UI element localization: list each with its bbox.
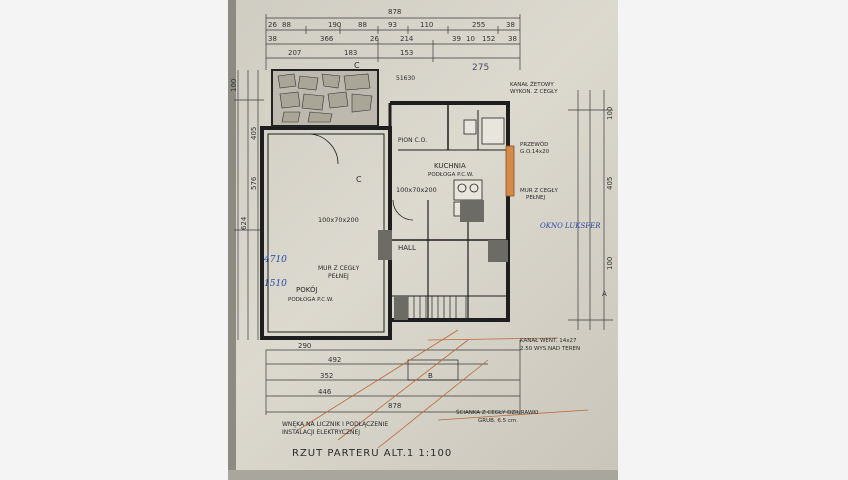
right-dim: 405 <box>606 177 614 190</box>
dim-label: 39 <box>452 35 461 43</box>
porch-stonework <box>271 69 379 127</box>
note-kanal-went-2: 2.50 WYS.NAD TEREN <box>520 346 580 352</box>
left-dim: 576 <box>250 176 258 190</box>
dim-label: 190 <box>328 21 341 29</box>
left-dim: 624 <box>240 216 248 230</box>
dim-label: 207 <box>288 49 301 57</box>
left-dim: 100 <box>230 79 238 92</box>
dim-label: 255 <box>472 21 485 29</box>
dim-label: 88 <box>282 21 291 29</box>
orange-annotation-lines <box>297 329 589 449</box>
note-kanal-zetowy-2: WYKON. Z CEGŁY <box>510 89 558 95</box>
note-mur-left-2: PEŁNEJ <box>328 273 349 280</box>
dim-label: 38 <box>268 35 277 43</box>
top-dims-row1: 26 88 190 88 93 110 255 38 <box>268 21 515 29</box>
dim-label: 153 <box>400 49 413 57</box>
hatched-wall-blocks <box>378 200 508 320</box>
note-przewod: PRZEWÓD <box>520 141 548 148</box>
top-total-dim: 878 <box>388 8 401 16</box>
top-dims-row2: 38 366 26 214 39 10 152 38 <box>268 35 517 43</box>
room-pokoj-label: POKÓJ <box>296 285 318 294</box>
bottom-dim: 878 <box>388 402 401 410</box>
window-size-label: 51630 <box>396 75 415 82</box>
floor-plan-photo: 878 26 88 190 88 93 110 255 38 38 366 26… <box>228 0 618 480</box>
note-kanal-went: KANAŁ WENT. 14x27 <box>520 338 577 344</box>
right-dimension-lines <box>568 90 613 330</box>
bottom-dim: 290 <box>298 342 311 350</box>
dim-label: 183 <box>344 49 357 57</box>
top-dimension-lines <box>265 14 521 70</box>
page-edge-left <box>228 0 236 480</box>
bottom-dimension-lines <box>265 340 521 415</box>
handwritten-okno: OKNO LUKSFER <box>540 222 601 230</box>
bottom-dim: 446 <box>318 388 332 396</box>
dim-label: 10 <box>466 35 475 43</box>
section-mark-a: A <box>602 290 607 298</box>
dim-label: 88 <box>358 21 367 29</box>
bottom-dim: 492 <box>328 356 341 364</box>
top-annot: 275 <box>472 63 489 73</box>
right-dim: 100 <box>606 107 614 120</box>
dim-label: 366 <box>320 35 334 43</box>
left-dim: 405 <box>250 127 258 140</box>
floor-plan-drawing: 878 26 88 190 88 93 110 255 38 38 366 26… <box>228 0 618 480</box>
note-wneka-2: INSTALACJI ELEKTRYCZNEJ <box>282 429 360 436</box>
bottom-dim: 352 <box>320 372 333 380</box>
chimney-marker <box>505 145 515 197</box>
note-scianka: ŚCIANKA Z CEGŁY DZIURAWKI <box>456 409 539 416</box>
note-wneka: WNĘKA NA LICZNIK I PODŁĄCZENIE <box>282 421 388 428</box>
note-mur-right-2: PEŁNEJ <box>526 195 545 201</box>
room-b-label: B <box>428 372 433 380</box>
porch-c-label: C <box>354 61 360 70</box>
note-kanal-zetowy: KANAŁ ŻETOWY <box>510 81 554 88</box>
door-size-label: 100x70x200 <box>318 216 359 224</box>
room-kuchnia-label: KUCHNIA <box>434 162 466 170</box>
note-mur-left: MUR Z CEGŁY <box>318 265 360 272</box>
dim-label: 152 <box>482 35 495 43</box>
note-przewod-2: G.O.14x20 <box>520 149 550 155</box>
dim-label: 26 <box>268 21 277 29</box>
handwritten-size-4710: 4710 <box>263 255 287 265</box>
page-edge-bottom <box>228 470 618 480</box>
top-dims-row3: 207 183 153 <box>288 49 413 57</box>
staircase <box>407 295 467 321</box>
dim-label: 38 <box>508 35 517 43</box>
door-size-label-b: 100x70x200 <box>396 186 437 194</box>
dim-label: 214 <box>400 35 414 43</box>
room-hall-label: HALL <box>398 244 416 252</box>
note-pion-co: PION C.O. <box>398 137 427 144</box>
left-dimension-lines <box>234 70 264 340</box>
room-c-label: C <box>356 175 362 184</box>
note-mur-right: MUR Z CEGŁY <box>520 188 559 194</box>
right-dim: 100 <box>606 257 614 270</box>
room-kuchnia-floor: PODŁOGA P.C.W. <box>428 172 474 178</box>
dim-label: 93 <box>388 21 397 29</box>
plan-title: RZUT PARTERU ALT.1 1:100 <box>292 448 452 459</box>
handwritten-size-1510: 1510 <box>264 279 287 289</box>
dim-label: 38 <box>506 21 515 29</box>
dim-label: 110 <box>420 21 433 29</box>
room-pokoj-floor: PODŁOGA P.C.W. <box>288 297 334 303</box>
note-scianka-2: GRUB. 6.5 cm. <box>478 418 518 424</box>
dim-label: 26 <box>370 35 379 43</box>
